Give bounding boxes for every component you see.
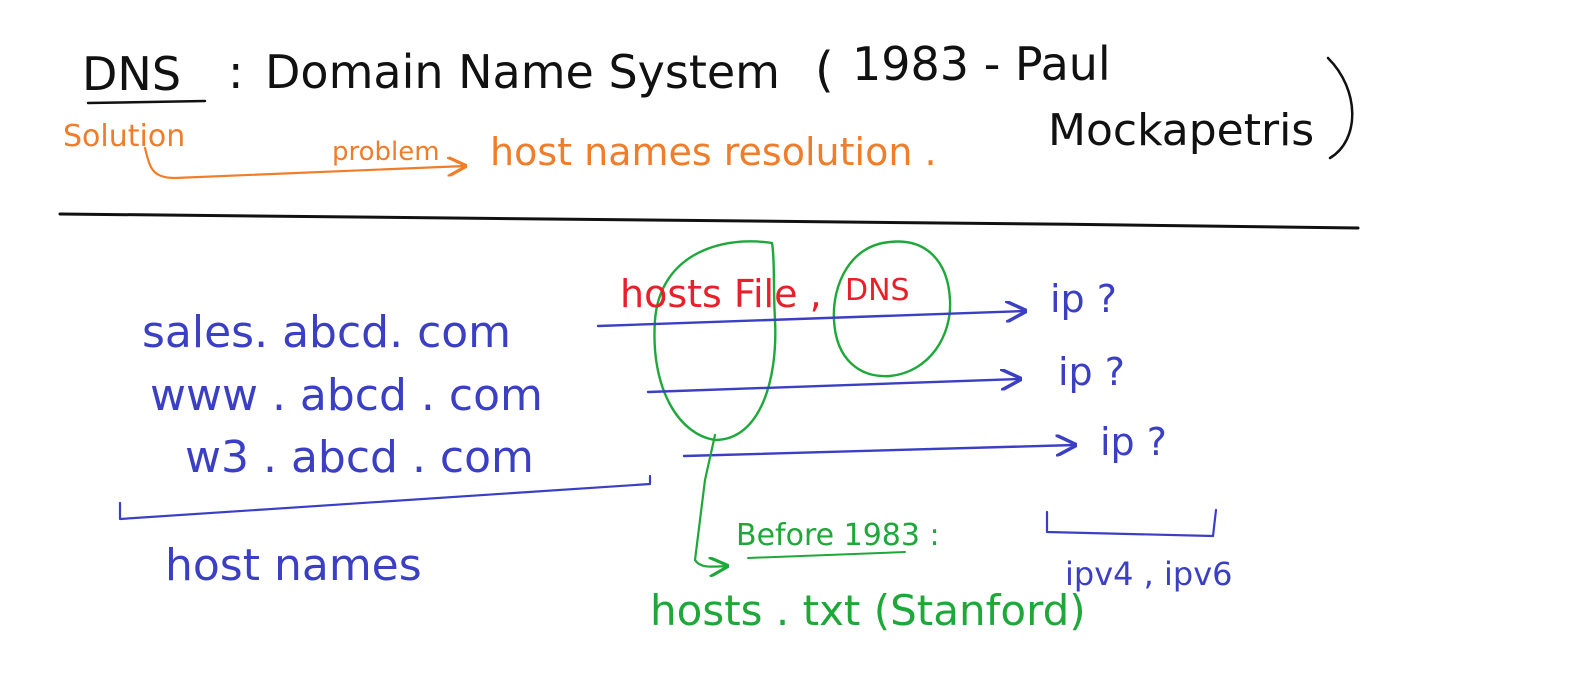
ip-versions-label: ipv4 , ipv6 [1065,555,1233,593]
solution-label: Solution [63,119,185,154]
dns-underline [86,99,207,105]
year-author-line1: 1983 - Paul [852,37,1111,91]
host-names-bracket [118,474,652,521]
hosts-txt-label: hosts . txt (Stanford) [650,586,1086,635]
dns-method-label: DNS [845,273,910,308]
host-w3: w3 . abcd . com [185,432,534,483]
ip-target-www: ip ? [1058,350,1125,394]
dns-heading: DNS [82,47,181,101]
host-sales: sales. abcd. com [142,307,511,358]
before-1983-underline [747,551,906,559]
section-divider [58,212,1360,230]
ip-target-sales: ip ? [1050,277,1117,321]
hosts-file-circle [653,240,777,442]
problem-label: problem [332,137,440,167]
dns-circle [832,240,952,378]
host-names-label: host names [165,540,422,591]
before-1983-label: Before 1983 : [736,518,940,553]
history-arrow [693,433,727,567]
problem-statement: host names resolution . [490,130,937,174]
hosts-file-label: hosts File , [620,272,822,316]
open-parenthesis: ( [815,42,834,98]
year-author-line2: Mockapetris [1048,105,1314,156]
www-arrow [646,379,1020,394]
ip-target-w3: ip ? [1100,420,1167,464]
solution-problem-arrow [143,146,465,180]
close-parenthesis [1326,56,1354,160]
host-www: www . abcd . com [150,370,543,421]
w3-arrow [682,445,1075,458]
heading-colon: : [228,45,244,99]
ip-versions-bracket [1045,508,1218,538]
domain-name-system-title: Domain Name System [265,45,780,99]
sales-arrow [596,311,1025,328]
